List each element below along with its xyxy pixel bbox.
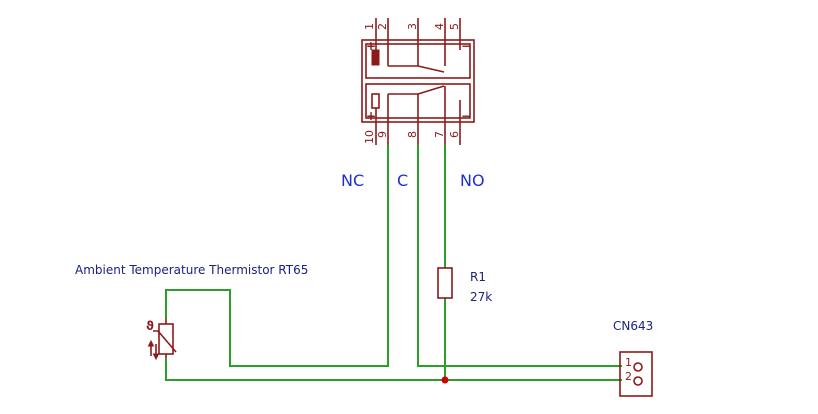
relay-pin-label-2: 2: [376, 23, 389, 30]
thermistor-rt65: ϑ: [146, 318, 177, 361]
net-label-no: NO: [460, 171, 485, 190]
connector-cn643: 1 2: [619, 351, 653, 397]
connector-body: [619, 351, 653, 397]
relay: 1 2 3 4 5 10 9 8 7 6 + − + −: [361, 18, 475, 145]
wire-nc: [165, 145, 389, 367]
resistor-r1: [437, 267, 453, 299]
relay-switch-2: [417, 85, 445, 95]
relay-pin-label-6: 6: [448, 131, 461, 138]
wire-ground: [165, 358, 622, 381]
relay-pin-label-4: 4: [433, 23, 446, 30]
thermistor-curve: [153, 330, 177, 353]
resistor-value: 27k: [470, 290, 492, 304]
resistor-body: [437, 267, 453, 299]
relay-pin-label-9: 9: [376, 131, 389, 138]
resistor-ref: R1: [470, 270, 486, 284]
connector-pin-2: [633, 376, 643, 386]
connector-pin-1-label: 1: [625, 356, 632, 369]
relay-coil-1: [371, 49, 380, 66]
net-label-c: C: [397, 171, 408, 190]
relay-pin-label-8: 8: [406, 131, 419, 138]
wire-c: [417, 145, 622, 367]
relay-coil-2: [371, 93, 380, 109]
wires: [165, 145, 622, 384]
relay-pin-label-1: 1: [363, 23, 376, 30]
arrow-down-head-icon: [152, 353, 160, 361]
relay-coil-2-plus: +: [366, 109, 376, 123]
connector-pin-2-label: 2: [625, 370, 632, 383]
thermistor-label: Ambient Temperature Thermistor RT65: [75, 263, 308, 277]
connector-pin-1: [633, 362, 643, 372]
net-label-nc: NC: [341, 171, 364, 190]
arrow-up-head-icon: [147, 339, 155, 347]
thermistor-body: [158, 323, 174, 355]
junction-dot: [441, 376, 449, 384]
relay-coil-2-minus: −: [461, 109, 471, 123]
relay-coil-1-plus: +: [366, 39, 376, 53]
relay-pin-label-5: 5: [448, 23, 461, 30]
relay-pin-label-10: 10: [363, 130, 376, 144]
relay-pin-label-3: 3: [406, 23, 419, 30]
relay-switch-1: [417, 65, 445, 73]
connector-ref: CN643: [613, 319, 653, 333]
relay-pin-label-7: 7: [433, 131, 446, 138]
relay-coil-1-minus: −: [461, 39, 471, 53]
thermistor-theta-icon: ϑ: [146, 319, 154, 333]
